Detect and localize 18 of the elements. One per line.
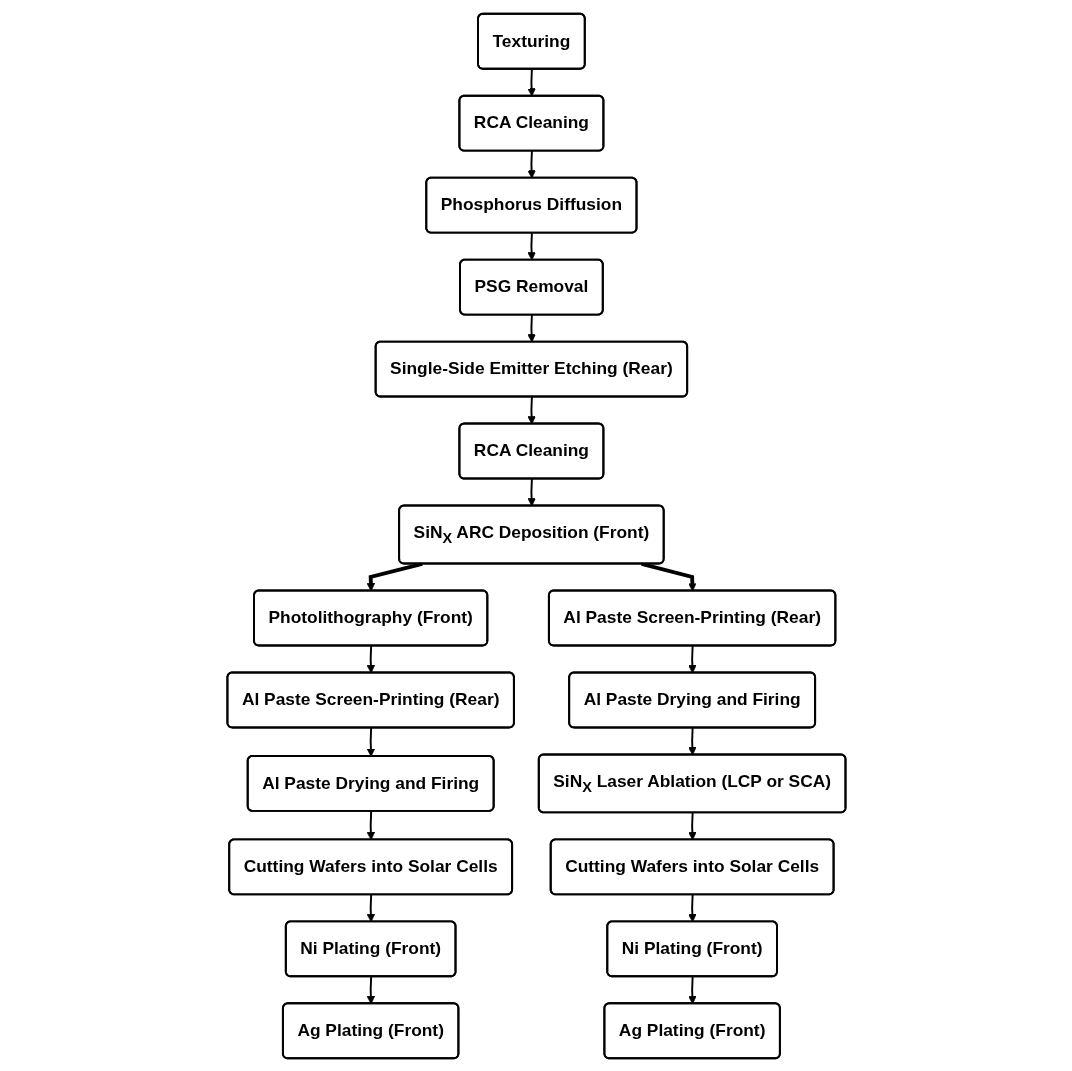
arrow — [526, 67, 536, 97]
arrow — [366, 561, 423, 591]
arrow — [526, 477, 536, 506]
arrow — [526, 231, 536, 260]
arrow — [687, 726, 697, 755]
arrow — [687, 644, 697, 673]
arrow — [526, 395, 536, 424]
arrow — [526, 149, 536, 178]
arrow — [687, 811, 697, 840]
arrow — [366, 644, 375, 673]
arrow — [687, 893, 697, 922]
arrow — [526, 313, 536, 342]
arrow — [640, 561, 697, 591]
arrow — [366, 726, 375, 757]
arrow — [687, 975, 697, 1004]
arrow — [366, 975, 375, 1004]
arrow — [366, 809, 375, 840]
arrow — [366, 893, 375, 922]
